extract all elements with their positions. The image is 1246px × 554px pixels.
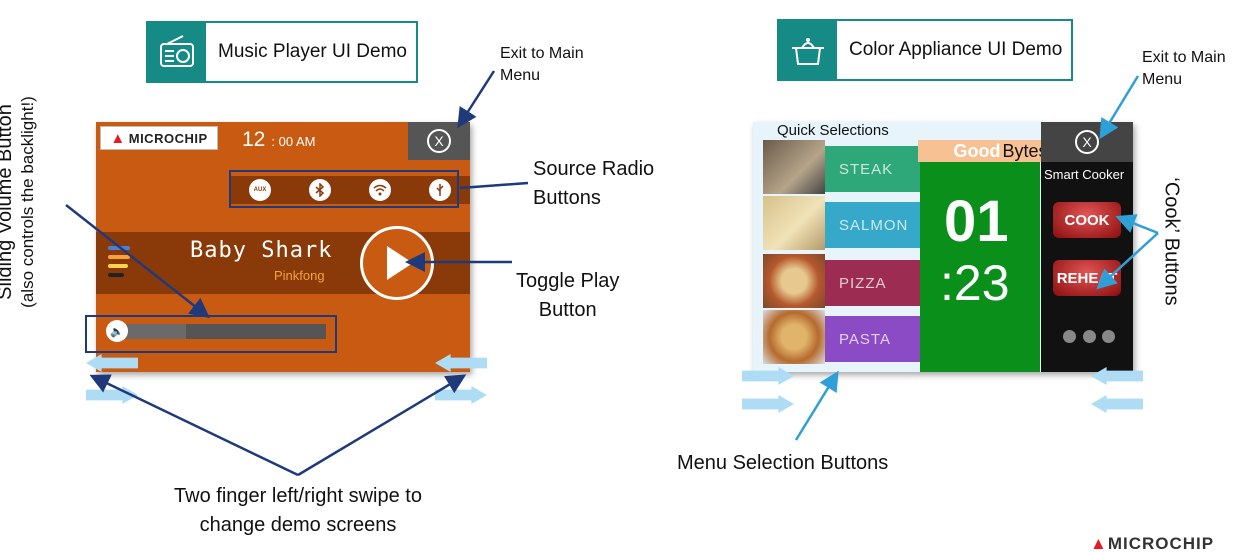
footer-microchip-logo: ▲MICROCHIP xyxy=(1090,534,1215,553)
more-options-button[interactable] xyxy=(1063,330,1115,343)
wifi-source-button[interactable] xyxy=(369,179,391,201)
dot-icon xyxy=(1082,330,1096,343)
usb-icon xyxy=(436,184,444,196)
microchip-logo: ▲MICROCHIP xyxy=(100,126,218,150)
timer-minutes: 01 xyxy=(944,189,1009,254)
volume-fill xyxy=(126,324,186,339)
pasta-image xyxy=(763,310,825,364)
bluetooth-source-button[interactable] xyxy=(309,179,331,201)
callout-source-radio: Source Radio Buttons xyxy=(533,158,655,209)
music-player-title: Music Player UI Demo xyxy=(218,41,407,62)
appliance-title: Color Appliance UI Demo xyxy=(849,39,1063,60)
menu-item-steak[interactable]: STEAK xyxy=(763,140,921,194)
salmon-image xyxy=(763,196,825,250)
close-icon: X xyxy=(1075,130,1099,154)
wifi-icon xyxy=(373,184,387,196)
volume-slider[interactable]: 🔈 xyxy=(106,320,326,342)
callout-backlight-note: (also controls the backlight!) xyxy=(18,96,37,308)
cook-timer: 01 :23 xyxy=(920,162,1040,372)
callout-toggle-play: Toggle Play Button xyxy=(516,270,620,321)
speaker-icon[interactable]: 🔈 xyxy=(106,320,128,342)
swipe-right-arrow-icon xyxy=(742,395,794,413)
swipe-left-arrow-icon xyxy=(1091,395,1143,413)
smart-cooker-panel: Smart Cooker COOK REHEAT xyxy=(1041,162,1133,372)
callout-exit-left: Exit to Main Menu xyxy=(500,45,584,84)
clock: 12 : 00 AM xyxy=(242,128,315,152)
close-icon: X xyxy=(427,129,451,153)
usb-source-button[interactable] xyxy=(429,179,451,201)
cooking-pot-icon xyxy=(779,21,837,79)
exit-button[interactable]: X xyxy=(408,122,470,160)
dot-icon xyxy=(1063,330,1076,343)
music-player-title-box: Music Player UI Demo xyxy=(146,21,418,83)
appliance-title-box: Color Appliance UI Demo xyxy=(777,19,1073,81)
steak-image xyxy=(763,140,825,194)
bluetooth-icon xyxy=(315,183,325,197)
song-title: Baby Shark xyxy=(190,238,333,263)
banner-bytes: Bytes xyxy=(1002,140,1048,161)
menu-item-pasta[interactable]: PASTA xyxy=(763,310,921,364)
menu-item-salmon[interactable]: SALMON xyxy=(763,196,921,250)
callout-volume-group: Sliding Volume Button (also controls the… xyxy=(0,65,41,339)
menu-item-pizza[interactable]: PIZZA xyxy=(763,254,921,308)
clock-hour: 12 xyxy=(242,128,266,151)
source-radio-buttons: AUX xyxy=(230,176,470,204)
swipe-left-arrow-icon xyxy=(1091,367,1143,385)
quick-selections-label: Quick Selections xyxy=(777,122,889,139)
pizza-image xyxy=(763,254,825,308)
song-artist: Pinkfong xyxy=(274,268,325,283)
volume-track[interactable] xyxy=(126,324,326,339)
source-buttons-highlight xyxy=(229,170,459,208)
callout-cook-buttons: ‘Cook’ Buttons xyxy=(1160,177,1183,306)
radio-icon xyxy=(148,23,206,81)
swipe-left-arrow-icon xyxy=(86,354,138,372)
aux-source-button[interactable]: AUX xyxy=(249,179,271,201)
swipe-left-arrow-icon xyxy=(435,354,487,372)
callout-exit-right: Exit to Main Menu xyxy=(1142,49,1226,88)
cook-button[interactable]: COOK xyxy=(1053,202,1121,238)
appliance-screen: Quick Selections STEAK SALMON PIZZA PAST… xyxy=(753,122,1133,372)
callout-menu-selection: Menu Selection Buttons xyxy=(677,452,889,474)
timer-seconds: :23 xyxy=(940,255,1010,311)
clock-minutes: : 00 AM xyxy=(271,134,316,149)
volume-slider-highlight xyxy=(85,315,337,353)
dot-icon xyxy=(1102,330,1115,343)
callout-swipe: Two finger left/right swipe to change de… xyxy=(174,485,422,536)
smart-cooker-caption: Smart Cooker xyxy=(1044,167,1125,182)
banner-good: Good xyxy=(953,140,1001,161)
swipe-right-arrow-icon xyxy=(742,367,794,385)
callout-sliding-volume: Sliding Volume Button xyxy=(0,104,16,300)
